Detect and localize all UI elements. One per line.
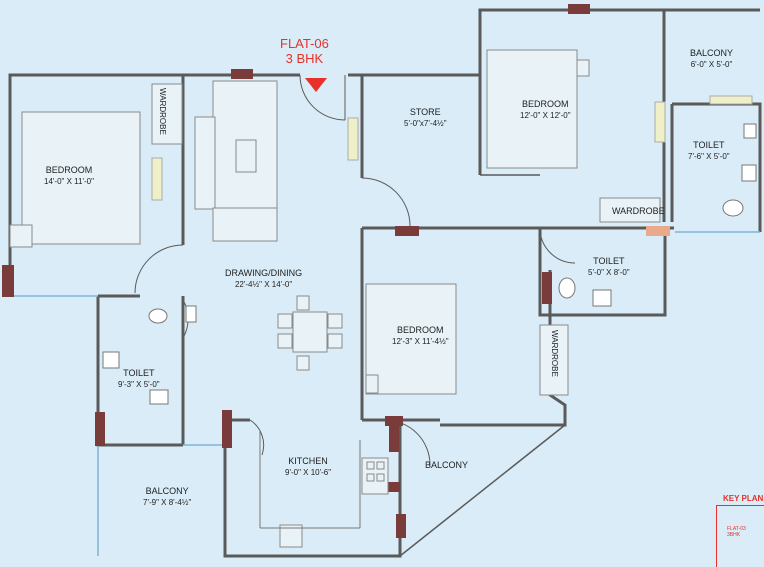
- key-plan-unit: FLAT-03 3BHK: [727, 526, 746, 538]
- entry-arrow: [305, 78, 327, 92]
- room-name: DRAWING/DINING: [225, 268, 303, 278]
- room-balcony-right: BALCONY: [425, 460, 468, 471]
- room-kitchen: KITCHEN 9'-0" X 10'-6": [285, 456, 331, 478]
- room-balcony-left: BALCONY 7'-9" X 8'-4½": [143, 486, 191, 508]
- room-name: BALCONY: [425, 460, 469, 470]
- room-dim: 6'-0" X 5'-0": [690, 60, 733, 69]
- room-bedroom-top: BEDROOM 12'-0" X 12'-0": [520, 99, 571, 121]
- room-toilet-left: TOILET 9'-3" X 5'-0": [118, 368, 160, 390]
- room-name: BEDROOM: [45, 165, 93, 175]
- wardrobe-left: WARDROBE: [158, 88, 167, 135]
- room-dim: 5'-0"x7'-4½": [404, 119, 447, 128]
- room-name: TOILET: [593, 256, 625, 266]
- key-plan: KEY PLAN FLAT-03 3BHK: [716, 494, 764, 567]
- room-name: BALCONY: [145, 486, 189, 496]
- wardrobe-top: WARDROBE: [612, 206, 665, 216]
- room-name: STORE: [409, 107, 441, 117]
- room-bedroom-left: BEDROOM 14'-0" X 11'-0": [44, 165, 94, 187]
- room-dim: 12'-3" X 11'-4½": [392, 337, 449, 346]
- room-name: BEDROOM: [522, 99, 569, 109]
- room-bedroom-mid: BEDROOM 12'-3" X 11'-4½": [392, 325, 449, 347]
- room-name: KITCHEN: [288, 456, 328, 466]
- room-toilet-top: TOILET 7'-6" X 5'-0": [688, 140, 730, 162]
- room-name: BEDROOM: [397, 325, 444, 335]
- room-dim: 7'-9" X 8'-4½": [143, 498, 192, 507]
- flat-type: 3 BHK: [285, 51, 324, 66]
- key-plan-flat: FLAT-03: [727, 526, 746, 532]
- room-dim: 22'-4½" X 14'-0": [234, 280, 293, 289]
- room-store: STORE 5'-0"x7'-4½": [404, 107, 447, 129]
- wardrobe-mid: WARDROBE: [550, 330, 559, 377]
- room-name: TOILET: [123, 368, 155, 378]
- room-drawing-dining: DRAWING/DINING 22'-4½" X 14'-0": [225, 268, 302, 290]
- room-dim: 7'-6" X 5'-0": [688, 152, 730, 161]
- room-balcony-top: BALCONY 6'-0" X 5'-0": [690, 48, 733, 70]
- room-dim: 9'-3" X 5'-0": [118, 380, 160, 389]
- room-dim: 14'-0" X 11'-0": [44, 177, 94, 186]
- room-dim: 12'-0" X 12'-0": [520, 111, 571, 120]
- wall-left-bedroom: [8, 73, 183, 296]
- flat-number: FLAT-06: [280, 36, 329, 51]
- room-dim: 9'-0" X 10'-6": [285, 468, 332, 477]
- room-dim: 5'-0" X 8'-0": [588, 268, 630, 277]
- room-toilet-mid: TOILET 5'-0" X 8'-0": [588, 256, 630, 278]
- key-plan-type: 3BHK: [727, 532, 741, 538]
- room-name: BALCONY: [690, 48, 734, 58]
- flat-title: FLAT-06 3 BHK: [280, 36, 329, 66]
- room-name: TOILET: [693, 140, 725, 150]
- key-plan-title: KEY PLAN: [723, 494, 764, 503]
